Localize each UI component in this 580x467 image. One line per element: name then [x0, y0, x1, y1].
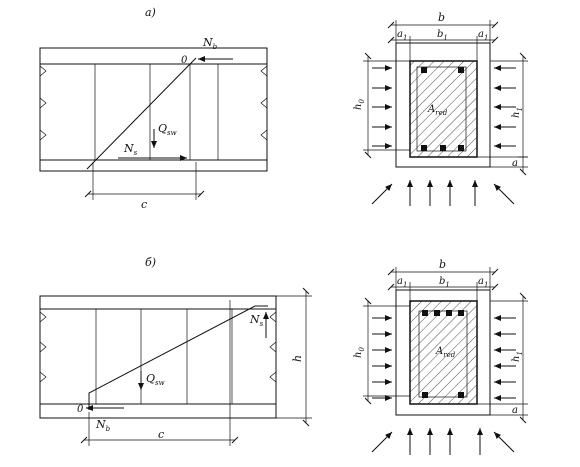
section-b-h0-dimension	[363, 297, 410, 405]
beam-b-c-label: c	[158, 428, 164, 441]
panel-a-caption: а)	[145, 6, 156, 19]
section-a-h1-dimension	[477, 52, 528, 176]
panel-b-caption: б)	[145, 256, 156, 269]
section-a-a1-left-label: a1	[397, 29, 407, 42]
beam-a-nb-label: Nb	[202, 36, 218, 51]
beam-a-left-break	[39, 65, 47, 141]
beam-a-outline	[39, 47, 268, 172]
section-b-b-label: b	[439, 258, 446, 271]
panel-b-section: Ared b a1 b1 a1 h0 h1 a	[353, 258, 528, 455]
panel-b-beam: б) Ns Qsw 0 Nb c	[39, 256, 312, 446]
beam-a-zero-label: 0	[181, 55, 188, 66]
section-b-core	[409, 300, 478, 405]
panel-a-beam: а) 0 Nb Qsw Ns c	[39, 6, 268, 211]
beam-a-c-label: c	[141, 198, 147, 211]
section-a-top-dimensions	[387, 20, 499, 61]
section-b-top-bars	[422, 310, 464, 316]
beam-b-qsw-label: Qsw	[146, 372, 165, 387]
section-b-ared-label: Ared	[435, 346, 456, 359]
beam-a-c-dimension	[84, 162, 205, 200]
beam-b-right-break	[269, 311, 277, 383]
section-a-a-label: a	[512, 158, 518, 169]
section-a-bottom-pressure-arrows	[371, 180, 515, 206]
beam-b-c-dimension	[80, 300, 239, 446]
section-b-b1-label: b1	[439, 276, 450, 289]
section-a-h0-dimension	[363, 52, 410, 159]
beam-b-nb-label: Nb	[95, 418, 111, 433]
section-b-bottom-pressure-arrows	[371, 428, 515, 455]
beam-b-stirrups	[95, 309, 233, 404]
section-b-h1-label: h1	[511, 351, 524, 362]
section-b-stirrup	[418, 310, 468, 398]
section-b-top-dimensions	[387, 267, 499, 301]
section-b-bottom-bars	[422, 392, 464, 398]
beam-a-qsw-label: Qsw	[158, 122, 177, 137]
beam-a-stirrups	[94, 64, 219, 160]
beam-b-h-label: h	[291, 355, 304, 362]
section-b-right-pressure-arrows	[494, 315, 516, 401]
beam-b-ns-label: Ns	[249, 313, 264, 328]
section-a-bottom-bars	[421, 145, 464, 151]
section-b-a-label: a	[512, 405, 518, 416]
panel-a-section: Ared b a1 b1 a1 h0 h1 a	[353, 11, 528, 206]
beam-b-outline	[39, 295, 277, 419]
beam-b-left-break	[39, 311, 47, 383]
beam-b-h-dimension	[276, 287, 312, 427]
beam-a-crack-line	[86, 57, 197, 170]
section-a-b-label: b	[438, 11, 445, 24]
section-a-top-bars	[421, 67, 464, 73]
section-a-right-pressure-arrows	[494, 65, 516, 149]
section-a-h0-label: h0	[353, 99, 366, 110]
section-b-left-pressure-arrows	[372, 315, 392, 401]
section-a-b1-label: b1	[437, 29, 448, 42]
section-b-a1-left-label: a1	[397, 276, 407, 289]
section-a-ared-label: Ared	[427, 104, 448, 117]
beam-a-ns-label: Ns	[123, 142, 138, 157]
section-b-h0-label: h0	[353, 347, 366, 358]
beam-b-zero-label: 0	[77, 404, 84, 415]
beam-b-crack-line	[88, 305, 268, 410]
section-a-a1-right-label: a1	[478, 29, 488, 42]
section-a-left-pressure-arrows	[372, 65, 392, 149]
beam-a-right-break	[260, 65, 268, 141]
section-b-a1-right-label: a1	[478, 276, 488, 289]
section-b-h1-dimension	[477, 292, 528, 424]
section-a-h1-label: h1	[511, 107, 524, 118]
